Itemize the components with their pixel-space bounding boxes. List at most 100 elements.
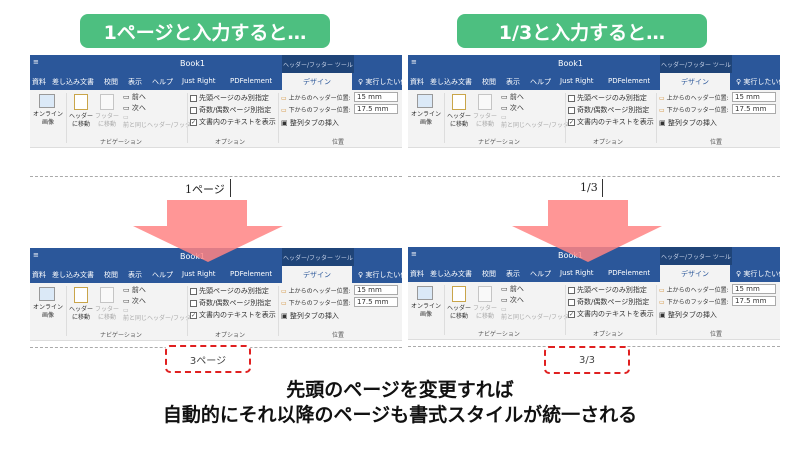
tab-just-right[interactable]: Just Right [182,77,216,85]
quick-access-icon[interactable]: ≡ [33,58,39,66]
tell-me-search[interactable]: ♀ 実行したい作業 [358,77,402,87]
tab-pdfelement[interactable]: PDFelement [608,77,651,85]
goto-header-icon[interactable] [452,94,466,110]
goto-header-icon[interactable] [74,287,88,303]
tell-me-search[interactable]: ♀ 実行したい作業 [736,77,780,87]
tab-view[interactable]: 表示 [506,78,520,86]
odd-even-checkbox[interactable]: 奇数/偶数ページ別指定 [190,298,271,308]
tab-just-right[interactable]: Just Right [182,270,216,278]
online-image-icon[interactable] [39,94,55,108]
different-first-page-checkbox[interactable]: 先頭ページのみ別指定 [190,286,269,296]
quick-access-icon[interactable]: ≡ [411,58,417,66]
header-text[interactable]: 1ページ [185,183,225,196]
different-first-page-checkbox[interactable]: 先頭ページのみ別指定 [568,285,647,295]
checkbox-label: 先頭ページのみ別指定 [199,94,269,102]
odd-even-checkbox[interactable]: 奇数/偶数ページ別指定 [190,105,271,115]
tab-review[interactable]: 校閲 [482,78,496,86]
prev-button[interactable]: ▭ 前へ [123,286,146,294]
tab-view[interactable]: 表示 [128,271,142,279]
tab-design[interactable]: デザイン [660,73,730,90]
header-position-input[interactable]: 15 mm [732,284,776,294]
next-button[interactable]: ▭ 次へ [501,104,524,112]
odd-even-checkbox[interactable]: 奇数/偶数ページ別指定 [568,105,649,115]
tab-references[interactable]: 資料 [32,271,46,279]
header-position-input[interactable]: 15 mm [354,285,398,295]
tab-help[interactable]: ヘルプ [530,270,551,278]
header-position-input[interactable]: 15 mm [732,92,776,102]
online-image-button[interactable]: オンライン画像 [32,111,63,126]
tab-references[interactable]: 資料 [410,78,424,86]
tab-mailings[interactable]: 差し込み文書 [52,78,94,86]
show-document-text-checkbox[interactable]: ✓文書内のテキストを表示 [568,310,654,318]
odd-even-checkbox[interactable]: 奇数/偶数ページ別指定 [568,297,649,307]
checkbox-label: 奇数/偶数ページ別指定 [199,106,272,114]
tab-references[interactable]: 資料 [32,78,46,86]
tab-just-right[interactable]: Just Right [560,77,594,85]
tab-just-right[interactable]: Just Right [560,269,594,277]
insert-alignment-tab-button[interactable]: ▣ 整列タブの挿入 [659,119,717,127]
context-tab-label: ヘッダー/フッター ツール [282,55,354,73]
checkbox-label: 先頭ページのみ別指定 [577,94,647,102]
header-boundary [30,176,402,177]
tab-view[interactable]: 表示 [128,78,142,86]
online-image-icon[interactable] [39,287,55,301]
tab-pdfelement[interactable]: PDFelement [608,269,651,277]
header-position-input[interactable]: 15 mm [354,92,398,102]
goto-header-button[interactable]: ヘッダーに移動 [68,113,93,128]
tab-mailings[interactable]: 差し込み文書 [430,78,472,86]
prev-button[interactable]: ▭ 前へ [501,93,524,101]
quick-access-icon[interactable]: ≡ [33,251,39,259]
insert-alignment-tab-button[interactable]: ▣ 整列タブの挿入 [281,119,339,127]
word-ribbon: ≡ Book1 ヘッダー/フッター ツール 資料 差し込み文書 校閲 表示 ヘル… [30,248,402,341]
show-document-text-checkbox[interactable]: ✓文書内のテキストを表示 [190,118,276,126]
tab-help[interactable]: ヘルプ [152,271,173,279]
tab-help[interactable]: ヘルプ [530,78,551,86]
tab-review[interactable]: 校閲 [104,78,118,86]
online-image-button[interactable]: オンライン画像 [410,111,441,126]
footer-position-input[interactable]: 17.5 mm [354,297,398,307]
checkbox-label: 文書内のテキストを表示 [577,118,654,126]
tab-design[interactable]: デザイン [660,265,730,282]
footer-position-input[interactable]: 17.5 mm [732,104,776,114]
tab-pdfelement[interactable]: PDFelement [230,77,273,85]
tell-me-search[interactable]: ♀ 実行したい作業 [358,270,402,280]
tell-me-search[interactable]: ♀ 実行したい作業 [736,269,780,279]
footer-position-input[interactable]: 17.5 mm [732,296,776,306]
header-text[interactable]: 1/3 [580,181,598,194]
prev-button[interactable]: ▭ 前へ [123,93,146,101]
tab-pdfelement[interactable]: PDFelement [230,270,273,278]
insert-alignment-tab-button[interactable]: ▣ 整列タブの挿入 [281,312,339,320]
goto-header-icon[interactable] [74,94,88,110]
online-image-button[interactable]: オンライン画像 [410,303,441,318]
prev-button[interactable]: ▭ 前へ [501,285,524,293]
tab-references[interactable]: 資料 [410,270,424,278]
goto-header-button[interactable]: ヘッダーに移動 [446,305,471,320]
goto-header-icon[interactable] [452,286,466,302]
online-image-button[interactable]: オンライン画像 [32,304,63,319]
insert-alignment-tab-button[interactable]: ▣ 整列タブの挿入 [659,311,717,319]
goto-header-button[interactable]: ヘッダーに移動 [446,113,471,128]
show-document-text-checkbox[interactable]: ✓文書内のテキストを表示 [190,311,276,319]
different-first-page-checkbox[interactable]: 先頭ページのみ別指定 [190,93,269,103]
tab-review[interactable]: 校閲 [104,271,118,279]
next-button[interactable]: ▭ 次へ [123,297,146,305]
next-button[interactable]: ▭ 次へ [501,296,524,304]
link-previous-label: 前と同じヘッダー/フッター [123,122,198,129]
goto-header-button[interactable]: ヘッダーに移動 [68,306,93,321]
tab-mailings[interactable]: 差し込み文書 [52,271,94,279]
tab-help[interactable]: ヘルプ [152,78,173,86]
text-cursor [602,179,603,197]
footer-position-input[interactable]: 17.5 mm [354,104,398,114]
show-document-text-checkbox[interactable]: ✓文書内のテキストを表示 [568,118,654,126]
online-image-icon[interactable] [417,94,433,108]
tab-review[interactable]: 校閲 [482,270,496,278]
tab-design[interactable]: デザイン [282,73,352,90]
window-title: Book1 [558,59,583,68]
tab-mailings[interactable]: 差し込み文書 [430,270,472,278]
tab-design[interactable]: デザイン [282,266,352,283]
tab-view[interactable]: 表示 [506,270,520,278]
next-button[interactable]: ▭ 次へ [123,104,146,112]
quick-access-icon[interactable]: ≡ [411,250,417,258]
online-image-icon[interactable] [417,286,433,300]
different-first-page-checkbox[interactable]: 先頭ページのみ別指定 [568,93,647,103]
